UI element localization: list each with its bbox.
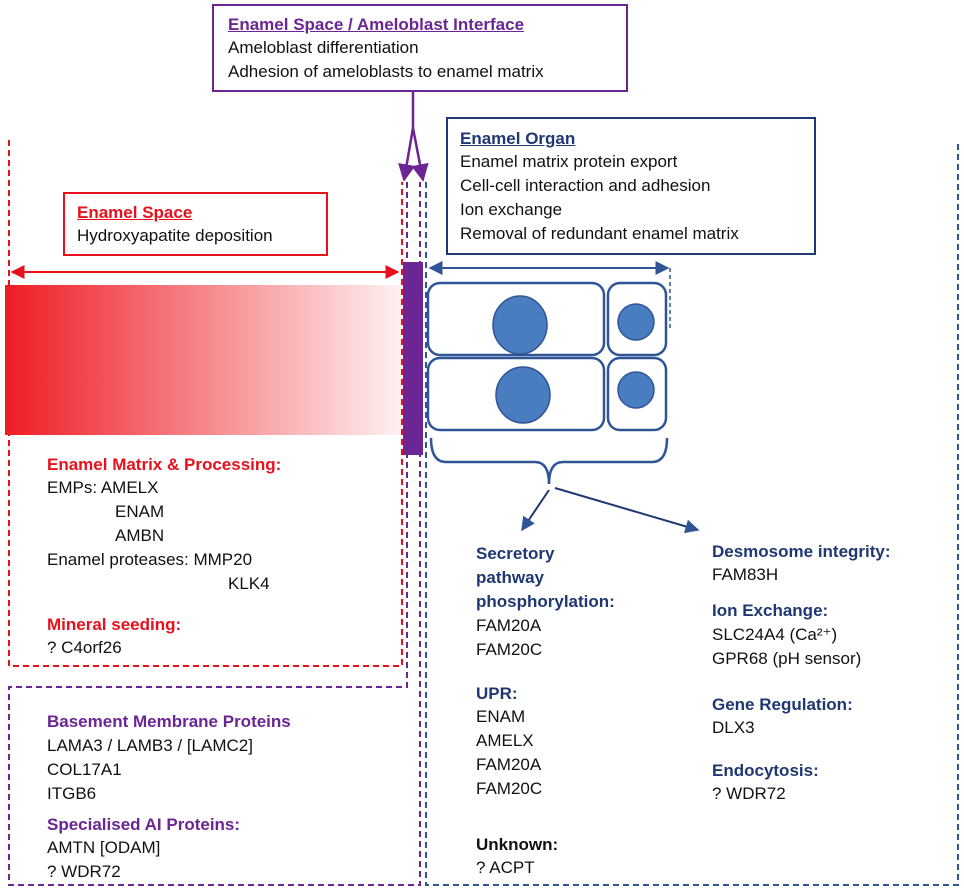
upr-item: FAM20A: [476, 755, 542, 774]
proteases-line: Enamel proteases: MMP20: [47, 550, 253, 569]
enamel-matrix-heading: Enamel Matrix & Processing:: [47, 455, 282, 474]
branch-arrows: [521, 487, 700, 534]
upr-item: AMELX: [476, 731, 534, 750]
endocytosis-heading: Endocytosis:: [712, 761, 819, 780]
ion-exchange-item: SLC24A4 (Ca²⁺): [712, 625, 838, 644]
secretory-heading: pathway: [476, 568, 545, 587]
upr-item: FAM20C: [476, 779, 543, 798]
enamel-organ-region: [425, 140, 959, 886]
enamel-organ-line: Cell-cell interaction and adhesion: [460, 176, 711, 195]
interface-line: Ameloblast differentiation: [228, 38, 419, 57]
enamel-organ-line: Enamel matrix protein export: [460, 152, 678, 171]
interface-arrows: [398, 90, 429, 182]
emps-item: AMBN: [115, 526, 165, 545]
ion-exchange-item: GPR68 (pH sensor): [712, 649, 862, 668]
upr-item: ENAM: [476, 707, 526, 726]
enamel-organ-box: Enamel Organ Enamel matrix protein expor…: [446, 117, 816, 255]
emps-item: ENAM: [115, 502, 165, 521]
interface-box-title: Enamel Space / Ameloblast Interface: [228, 15, 525, 34]
interface-line: Adhesion of ameloblasts to enamel matrix: [228, 62, 544, 81]
specialised-item: ? WDR72: [47, 862, 121, 881]
secretory-item: FAM20C: [476, 640, 543, 659]
enamel-organ-line: Removal of redundant enamel matrix: [460, 224, 739, 243]
unknown-item: ? ACPT: [476, 858, 535, 877]
desmosome-item: FAM83H: [712, 565, 779, 584]
basement-heading: Basement Membrane Proteins: [47, 712, 291, 731]
mineral-seeding-heading: Mineral seeding:: [47, 615, 182, 634]
basement-item: COL17A1: [47, 760, 122, 779]
mineral-seeding-item: ? C4orf26: [47, 638, 122, 657]
ion-exchange-heading: Ion Exchange:: [712, 601, 829, 620]
gene-regulation-item: DLX3: [712, 718, 755, 737]
enamel-gradient-bar: [5, 285, 402, 435]
enamel-organ-title: Enamel Organ: [460, 129, 576, 148]
enamel-organ-line: Ion exchange: [460, 200, 563, 219]
secretory-heading: phosphorylation:: [476, 592, 615, 611]
specialised-item: AMTN [ODAM]: [47, 838, 161, 857]
secretory-item: FAM20A: [476, 616, 542, 635]
upr-heading: UPR:: [476, 684, 518, 703]
secretory-heading: Secretory: [476, 544, 555, 563]
unknown-heading: Unknown:: [476, 835, 559, 854]
interface-bar: [403, 262, 423, 455]
enamel-space-line: Hydroxyapatite deposition: [77, 226, 273, 245]
basement-item: LAMA3 / LAMB3 / [LAMC2]: [47, 736, 253, 755]
endocytosis-item: ? WDR72: [712, 784, 786, 803]
interface-region: [8, 182, 421, 886]
desmosome-heading: Desmosome integrity:: [712, 542, 891, 561]
proteases-item: KLK4: [228, 574, 270, 593]
cell-nuclei: [492, 295, 655, 424]
cells-brace: [429, 437, 669, 485]
emps-line: EMPs: AMELX: [47, 478, 159, 497]
interface-box: Enamel Space / Ameloblast Interface Amel…: [212, 4, 628, 92]
basement-item: ITGB6: [47, 784, 97, 803]
enamel-space-title: Enamel Space: [77, 203, 193, 222]
specialised-heading: Specialised AI Proteins:: [47, 815, 241, 834]
gene-regulation-heading: Gene Regulation:: [712, 695, 853, 714]
enamel-space-box: Enamel Space Hydroxyapatite deposition: [63, 192, 328, 256]
